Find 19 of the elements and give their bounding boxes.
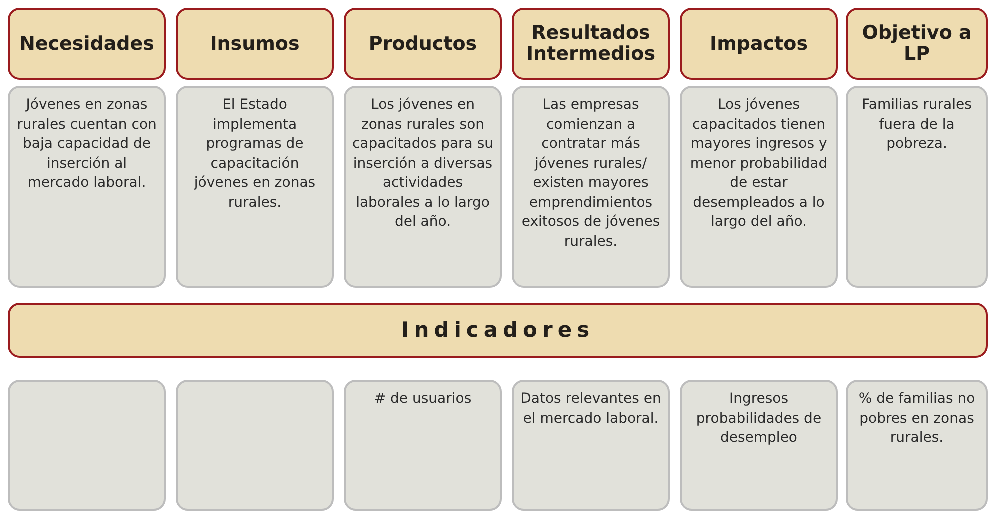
header-box: Insumos	[176, 8, 334, 80]
indicator-box: # de usuarios	[344, 380, 502, 511]
description-box: Las empresas comienzan a contratar más jóvenes rurales/ existen mayores emprendimientos exitosos de jóvenes rurales.	[512, 86, 670, 288]
indicator-box: % de familias no pobres en zonas rurales.	[846, 380, 988, 511]
description-box: Familias rurales fuera de la pobreza.	[846, 86, 988, 288]
description-box: Los jóvenes capacitados tienen mayores ingresos y menor probabilidad de estar desempleados a lo largo del año.	[680, 86, 838, 288]
header-box: Impactos	[680, 8, 838, 80]
description-box: Los jóvenes en zonas rurales son capacitados para su inserción a diversas actividades laborales a lo largo del año.	[344, 86, 502, 288]
header-box: Objetivo a LP	[846, 8, 988, 80]
header-box: Resultados Intermedios	[512, 8, 670, 80]
indicator-box: Datos relevantes en el mercado laboral.	[512, 380, 670, 511]
indicator-box: Ingresos probabilidades de desempleo	[680, 380, 838, 511]
empty-box	[8, 380, 166, 511]
header-box: Productos	[344, 8, 502, 80]
description-box: Jóvenes en zonas rurales cuentan con baja capacidad de inserción al mercado laboral.	[8, 86, 166, 288]
section-band: Indicadores	[8, 303, 988, 358]
header-box: Necesidades	[8, 8, 166, 80]
empty-box	[176, 380, 334, 511]
description-box: El Estado implementa programas de capacitación jóvenes en zonas rurales.	[176, 86, 334, 288]
